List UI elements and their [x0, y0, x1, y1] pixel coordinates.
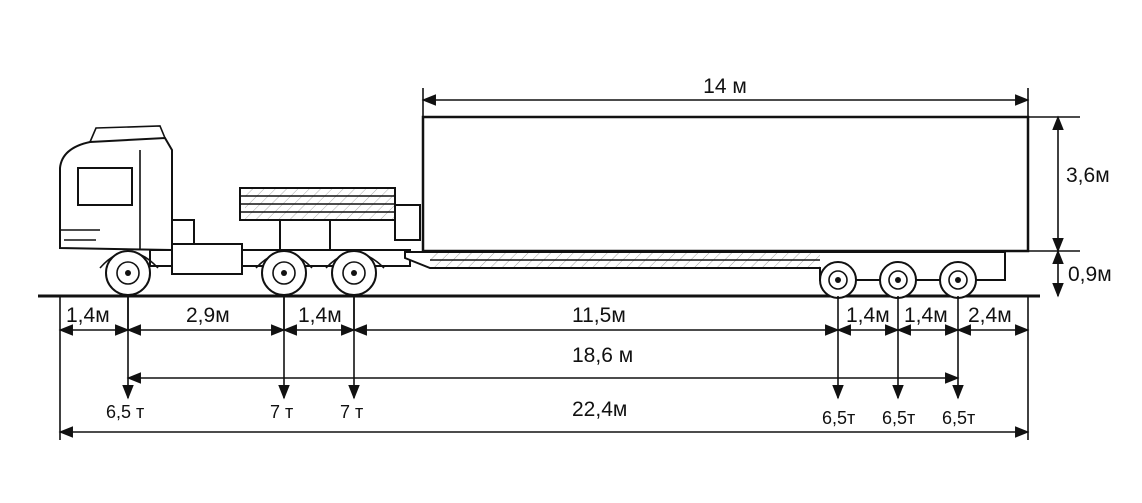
label-seg-trailer-axle-1-2: 1,4м: [846, 304, 890, 327]
label-wheelbase-total: 18,6 м: [572, 344, 633, 367]
label-deck-height: 0,9м: [1068, 263, 1112, 286]
label-seg-trailer-axle-2-3: 1,4м: [904, 304, 948, 327]
label-load-a5: 6,5т: [882, 408, 915, 428]
tractor-unit: [59, 125, 421, 275]
label-load-a1: 6,5 т: [106, 402, 144, 422]
cargo-box: [421, 115, 1030, 253]
tractor-wheels: [105, 250, 377, 296]
dim-wheelbase-total: 18,6 м: [126, 344, 960, 384]
dim-overall-length: 22,4м: [58, 398, 1030, 438]
dim-segments: 1,4м 2,9м 1,4м 11,5м 1,4м 1,4м 2,4м: [58, 296, 1030, 440]
label-trailer-height: 3,6м: [1066, 164, 1110, 187]
axle-loads: 6,5 т 7 т 7 т 6,5т 6,5т 6,5т: [106, 296, 975, 428]
label-seg-rear-overhang: 2,4м: [968, 304, 1012, 327]
label-load-a3: 7 т: [340, 402, 363, 422]
label-trailer-length: 14 м: [703, 75, 747, 98]
label-load-a2: 7 т: [270, 402, 293, 422]
label-seg-axle2-to-axle3: 1,4м: [298, 304, 342, 327]
semitrailer: [404, 115, 1030, 281]
label-overall-length: 22,4м: [572, 398, 627, 421]
label-seg-cab-to-axle2: 2,9м: [186, 304, 230, 327]
label-load-a6: 6,5т: [942, 408, 975, 428]
label-seg-to-trailer-axles: 11,5м: [572, 304, 626, 327]
label-seg-front-overhang: 1,4м: [66, 304, 110, 327]
dim-heights: 3,6м 0,9м: [1028, 115, 1112, 298]
label-load-a4: 6,5т: [822, 408, 855, 428]
dim-trailer-length: 14 м: [421, 75, 1030, 117]
trailer-wheels: [819, 261, 977, 299]
